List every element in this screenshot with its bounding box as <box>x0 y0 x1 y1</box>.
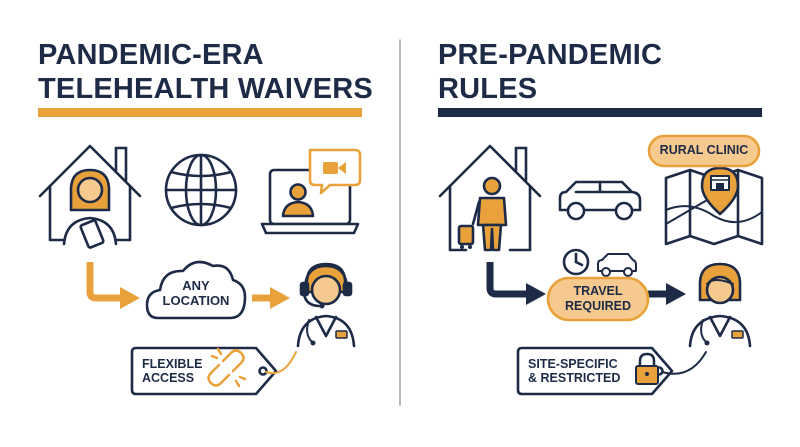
restricted-tag <box>516 346 707 396</box>
travel-required-pill <box>546 276 650 322</box>
doctor-headset-icon <box>296 262 356 348</box>
travel-required-line1: TRAVEL <box>573 284 623 298</box>
home-traveller-icon <box>438 144 542 252</box>
right-title-underline <box>438 108 762 117</box>
any-location-label: ANY LOCATION <box>150 278 242 308</box>
travel-required-line2: REQUIRED <box>565 299 631 313</box>
right-title: PRE-PANDEMIC RULES <box>438 38 662 106</box>
flexible-access-line1: FLEXIBLE <box>142 357 203 371</box>
rural-clinic-pill <box>647 134 761 168</box>
flow-arrow-home-to-location <box>86 262 140 309</box>
video-call-laptop-icon <box>260 148 362 235</box>
flexible-access-tag <box>130 346 297 396</box>
flow-arrow-location-to-provider <box>252 287 290 309</box>
left-title-line2: TELEHEALTH WAIVERS <box>38 73 373 105</box>
flexible-access-label: FLEXIBLE ACCESS <box>142 357 208 385</box>
site-specific-line2: & RESTRICTED <box>528 371 621 385</box>
right-title-line1: PRE-PANDEMIC <box>438 39 663 71</box>
doctor-icon <box>688 262 752 348</box>
left-title-underline <box>38 108 362 117</box>
rural-clinic-label: RURAL CLINIC <box>659 143 749 157</box>
left-title-line1: PANDEMIC-ERA <box>38 39 264 71</box>
cloud-shape <box>145 260 247 320</box>
clock-icon <box>562 248 590 276</box>
small-car-icon <box>597 253 637 277</box>
any-location-line2: LOCATION <box>162 293 230 308</box>
travel-required-label: TRAVEL REQUIRED <box>548 284 648 314</box>
clinic-map-icon <box>664 166 764 246</box>
broken-link-icon <box>207 347 247 388</box>
padlock-icon <box>635 352 659 385</box>
car-icon <box>558 180 642 221</box>
any-location-line1: ANY <box>182 278 210 293</box>
home-patient-icon <box>38 144 142 249</box>
site-specific-line1: SITE-SPECIFIC <box>528 357 618 371</box>
right-title-line2: RULES <box>438 73 538 105</box>
flow-arrow-home-to-travel <box>486 262 546 305</box>
left-title: PANDEMIC-ERA TELEHEALTH WAIVERS <box>38 38 373 106</box>
site-specific-label: SITE-SPECIFIC & RESTRICTED <box>528 357 632 385</box>
flow-arrow-travel-to-provider <box>648 283 686 305</box>
globe-icon <box>164 153 238 227</box>
flexible-access-line2: ACCESS <box>142 371 195 385</box>
